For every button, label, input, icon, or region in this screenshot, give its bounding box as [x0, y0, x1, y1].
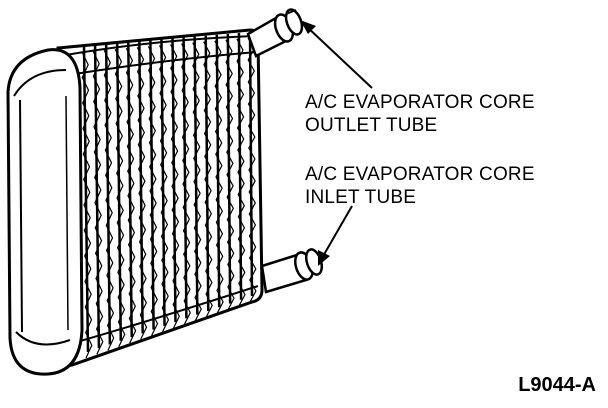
leader-inlet	[318, 205, 353, 266]
fin-texture	[225, 39, 235, 310]
evaporator-core	[6, 28, 264, 376]
fin-stripe	[82, 45, 90, 353]
core-fins	[59, 31, 259, 359]
label-outlet-line2: OUTLET TUBE	[305, 115, 438, 136]
fin-stripe	[237, 32, 243, 300]
label-inlet-line2: INLET TUBE	[305, 187, 417, 208]
label-inlet-tube: A/C EVAPORATOR CORE INLET TUBE	[305, 163, 535, 209]
fin-texture	[92, 50, 104, 355]
core-end-tank-edge	[65, 95, 69, 331]
fin-texture	[114, 48, 126, 348]
core-bottom-header	[69, 285, 259, 345]
label-outlet-tube: A/C EVAPORATOR CORE OUTLET TUBE	[305, 91, 535, 137]
fin-stripe	[182, 37, 188, 319]
inlet-tube	[260, 248, 324, 294]
outlet-tube	[246, 8, 304, 58]
fin-texture	[214, 40, 224, 314]
fin-stripe	[149, 40, 155, 330]
fin-stripe	[93, 45, 101, 349]
fin-stripe	[104, 44, 112, 345]
fin-texture	[181, 43, 191, 325]
fin-texture	[203, 41, 213, 318]
fin-texture	[158, 45, 170, 333]
core-end-tank	[6, 48, 84, 376]
fin-texture	[136, 47, 148, 340]
core-end-tank-edge	[19, 99, 23, 333]
fin-texture	[247, 37, 257, 303]
fin-texture	[147, 46, 159, 336]
fin-stripe	[248, 31, 254, 297]
fin-stripe	[127, 42, 133, 338]
fin-texture	[236, 38, 246, 306]
fin-stripe	[171, 38, 177, 323]
fin-stripe	[160, 39, 166, 326]
fin-stripe	[226, 33, 232, 304]
fin-stripe	[115, 43, 123, 341]
fin-texture	[81, 51, 93, 359]
fin-texture	[169, 44, 180, 329]
label-outlet-line1: A/C EVAPORATOR CORE	[305, 92, 535, 113]
leader-outlet	[300, 20, 373, 89]
fin-texture	[125, 48, 137, 344]
fin-stripe	[138, 41, 144, 334]
core-top-header	[59, 35, 257, 77]
fin-texture	[192, 42, 202, 321]
core-end-tank-cap-bottom	[15, 331, 71, 346]
label-inlet-line1: A/C EVAPORATOR CORE	[305, 164, 535, 185]
fin-stripe	[193, 36, 199, 315]
core-end-tank-cap-top	[13, 69, 67, 97]
fin-stripe	[204, 35, 210, 311]
figure-id: L9044-A	[518, 374, 596, 396]
fin-texture	[103, 49, 115, 351]
fin-stripe	[215, 34, 221, 308]
